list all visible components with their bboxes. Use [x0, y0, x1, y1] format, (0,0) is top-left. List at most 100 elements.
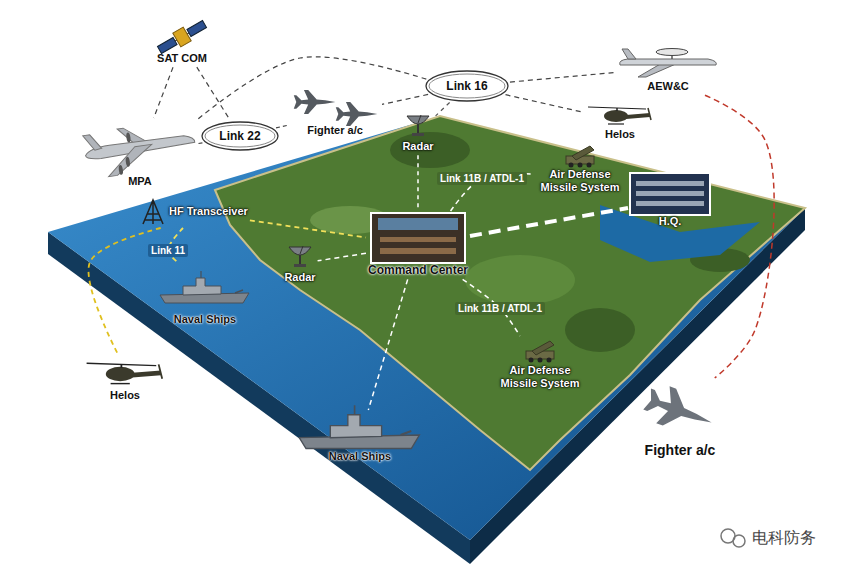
- terrain-slab: [48, 116, 805, 564]
- datalink-line: [276, 125, 288, 128]
- air-defense-icon: [526, 341, 554, 363]
- radar-icon: [407, 115, 429, 136]
- helicopter-node: Helos: [585, 100, 655, 141]
- icon-area: [630, 173, 710, 215]
- command-center-photo: [380, 237, 456, 242]
- helicopter-node: Helos: [83, 355, 167, 402]
- node-label: Naval Ships: [329, 450, 391, 463]
- datalink-line: [154, 67, 173, 118]
- link-ring-outline: [202, 122, 278, 150]
- node-label: H.Q.: [659, 215, 682, 228]
- naval-ship-icon: [160, 271, 249, 303]
- icon-area: [295, 412, 425, 450]
- ship-node: Naval Ships: [295, 412, 425, 463]
- helicopter-icon: [87, 363, 163, 383]
- icon-area: [585, 100, 655, 128]
- datalink-line: [510, 72, 616, 82]
- node-label: Fighter a/c: [645, 442, 716, 459]
- node-label: Air Defense Missile System: [534, 168, 626, 194]
- aircraft-node: Fighter a/c: [625, 380, 735, 459]
- satellite-node: SAT COM: [157, 22, 207, 65]
- link-ring: Link 16: [425, 70, 509, 102]
- helicopter-icon: [588, 107, 651, 124]
- aircraft-node: MPA: [85, 120, 195, 188]
- node-label: Link 22: [219, 129, 260, 143]
- air-defense-node: Air Defense Missile System: [494, 338, 586, 390]
- hq-node: H.Q.: [630, 173, 710, 228]
- radar-node: Radar: [284, 243, 315, 284]
- icon-area: [560, 146, 600, 168]
- link-label: Link 11B / ATDL-1: [455, 302, 545, 315]
- link-ring-outline: [429, 74, 505, 98]
- command-center-photo: [371, 213, 465, 263]
- icon-area: [405, 112, 431, 140]
- fighter-jet-icon: [640, 381, 718, 441]
- datalink-line: [368, 279, 407, 410]
- aewc-aircraft-icon: [620, 59, 717, 65]
- land-mass: [390, 132, 470, 168]
- command-center-photo: [380, 248, 456, 254]
- datalink-line: [250, 220, 366, 237]
- icon-area: [371, 213, 465, 263]
- satellite-icon: [155, 17, 208, 57]
- node-label: MPA: [128, 175, 152, 188]
- datalink-line: [436, 103, 450, 116]
- node-label: AEW&C: [647, 80, 689, 93]
- icon-area: [290, 92, 380, 124]
- land-mass: [465, 255, 575, 305]
- icon-area: [157, 22, 207, 52]
- hq-photo: [630, 173, 710, 215]
- node-label: SAT COM: [157, 52, 207, 65]
- naval-ship-icon: [160, 271, 419, 449]
- node-label: Fighter a/c: [307, 124, 363, 137]
- radar-icon: [289, 246, 311, 267]
- hf-antenna-icon: [143, 200, 163, 224]
- terrain-slab: [48, 116, 805, 540]
- fighter-jet-icon: [294, 90, 336, 114]
- datalink-line: [417, 155, 419, 211]
- node-label: Link 16: [446, 79, 487, 93]
- air-defense-icon: [566, 146, 594, 168]
- icon-area: [160, 265, 250, 313]
- fighter-jet-icon: [640, 381, 718, 441]
- mpa-aircraft-icon: [118, 165, 123, 175]
- radar-node: Radar: [402, 112, 433, 153]
- helicopter-icon: [87, 107, 651, 384]
- datalink-line: [197, 142, 202, 144]
- naval-ship-icon: [299, 405, 419, 448]
- node-label: HF Transceiver: [169, 205, 248, 218]
- link-ring-outline: [426, 71, 508, 101]
- aewc-aircraft-icon: [656, 49, 688, 56]
- command-center-photo: [378, 218, 458, 230]
- aircraft-node: AEW&C: [618, 42, 718, 93]
- hq-photo: [636, 181, 704, 186]
- link-ring: Link 22: [201, 121, 279, 151]
- node-label: Helos: [605, 128, 635, 141]
- link-label: Link 11B / ATDL-1: [437, 172, 527, 185]
- mpa-aircraft-icon: [105, 144, 155, 176]
- watermark: 电科防务: [752, 528, 816, 549]
- datalink-line: [197, 57, 426, 120]
- node-label: Radar: [284, 271, 315, 284]
- mpa-aircraft-icon: [125, 157, 130, 167]
- icon-area: [83, 355, 167, 389]
- watermark-icon: [721, 529, 745, 547]
- hq-photo: [636, 191, 704, 196]
- aewc-aircraft-icon: [622, 49, 636, 59]
- node-label: Command Center: [368, 263, 468, 277]
- datalink-line: [705, 95, 774, 378]
- icon-area: [520, 338, 560, 364]
- satellite-icon: [187, 21, 207, 37]
- command-center-photo: [371, 213, 465, 263]
- ship-node: Naval Ships: [160, 265, 250, 326]
- node-label: Radar: [402, 140, 433, 153]
- land-mass: [565, 308, 635, 352]
- datalink-line: [470, 208, 628, 236]
- satellite-icon: [173, 27, 191, 47]
- icon-area: [85, 120, 195, 175]
- command-center-node: Command Center: [368, 213, 468, 277]
- mpa-aircraft-icon: [126, 132, 131, 142]
- transceiver-node: HF Transceiver: [140, 198, 248, 226]
- hf-antenna-icon: [143, 200, 163, 224]
